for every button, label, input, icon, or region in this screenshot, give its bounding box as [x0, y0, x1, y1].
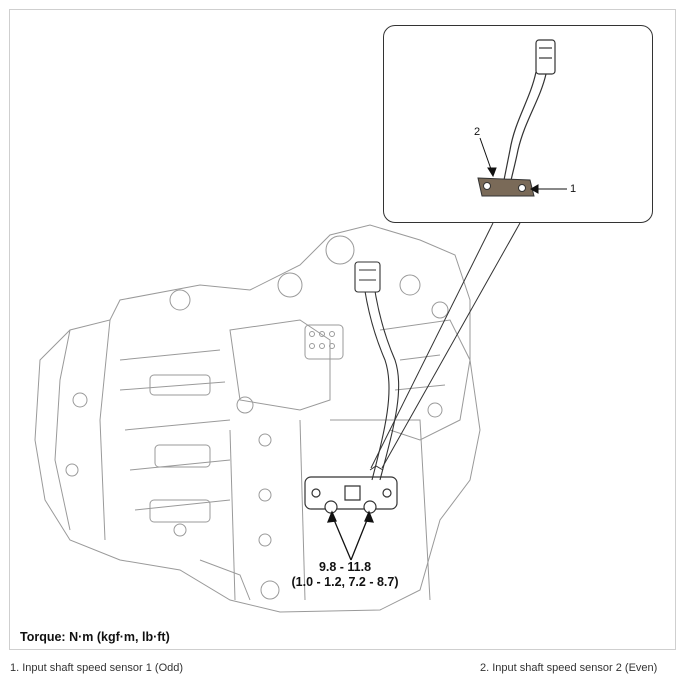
- torque-value: 9.8 - 11.8 (1.0 - 1.2, 7.2 - 8.7): [270, 560, 420, 590]
- torque-arrows: [326, 510, 375, 561]
- callout-label-arrows: [479, 137, 567, 194]
- torque-value-alt: (1.0 - 1.2, 7.2 - 8.7): [291, 575, 399, 589]
- caption-item-1: 1. Input shaft speed sensor 1 (Odd): [10, 662, 184, 674]
- torque-value-nm: 9.8 - 11.8: [318, 560, 372, 574]
- main-sensor-bracket: [304, 476, 398, 514]
- callout-leader-lines: [369, 222, 521, 471]
- transmission-housing-drawing: [34, 224, 481, 613]
- callout-label-1: 1: [570, 183, 577, 195]
- callout-sensor-harness: [502, 39, 556, 186]
- callout-label-2: 2: [474, 126, 481, 138]
- main-sensor-harness: [354, 261, 400, 481]
- callout-sensor-bracket: [477, 177, 535, 197]
- caption-item-2: 2. Input shaft speed sensor 2 (Even): [480, 662, 658, 674]
- torque-units-label: Torque: N·m (kgf·m, lb·ft): [20, 630, 170, 644]
